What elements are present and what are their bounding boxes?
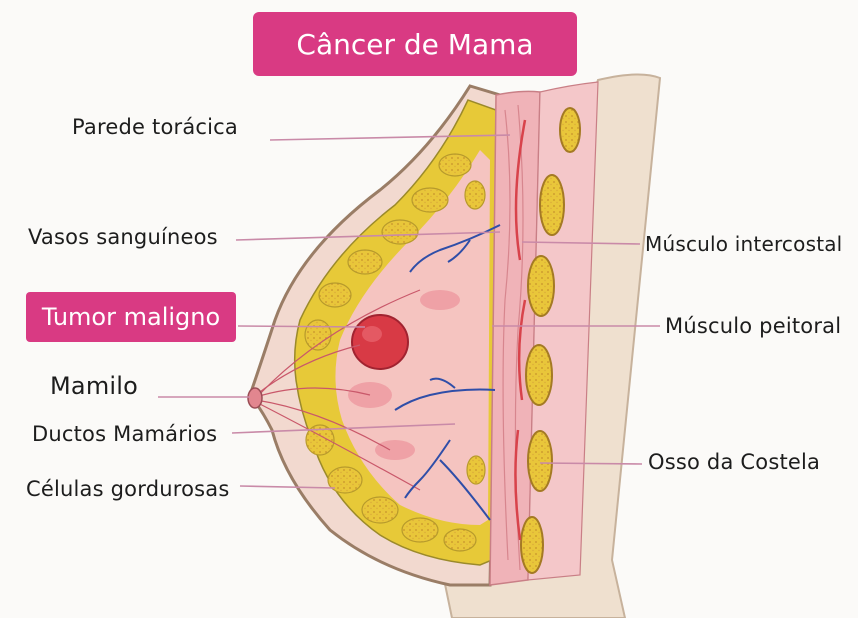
title-banner: Câncer de Mama <box>253 12 577 76</box>
label-rib-bone: Osso da Costela <box>648 450 820 474</box>
label-nipple: Mamilo <box>50 372 138 400</box>
label-chest-wall: Parede torácica <box>72 115 238 139</box>
page-title: Câncer de Mama <box>296 28 533 61</box>
label-fat-cells: Células gordurosas <box>26 477 230 501</box>
nipple <box>248 388 262 408</box>
label-pectoral-muscle: Músculo peitoral <box>665 314 841 338</box>
label-blood-vessels: Vasos sanguíneos <box>28 225 218 249</box>
label-intercostal-muscle: Músculo intercostal <box>645 232 842 256</box>
label-malignant-tumor: Tumor maligno <box>42 303 220 331</box>
label-milk-ducts: Ductos Mamários <box>32 422 217 446</box>
tumor <box>352 315 408 369</box>
tumor-label-badge: Tumor maligno <box>26 292 236 342</box>
